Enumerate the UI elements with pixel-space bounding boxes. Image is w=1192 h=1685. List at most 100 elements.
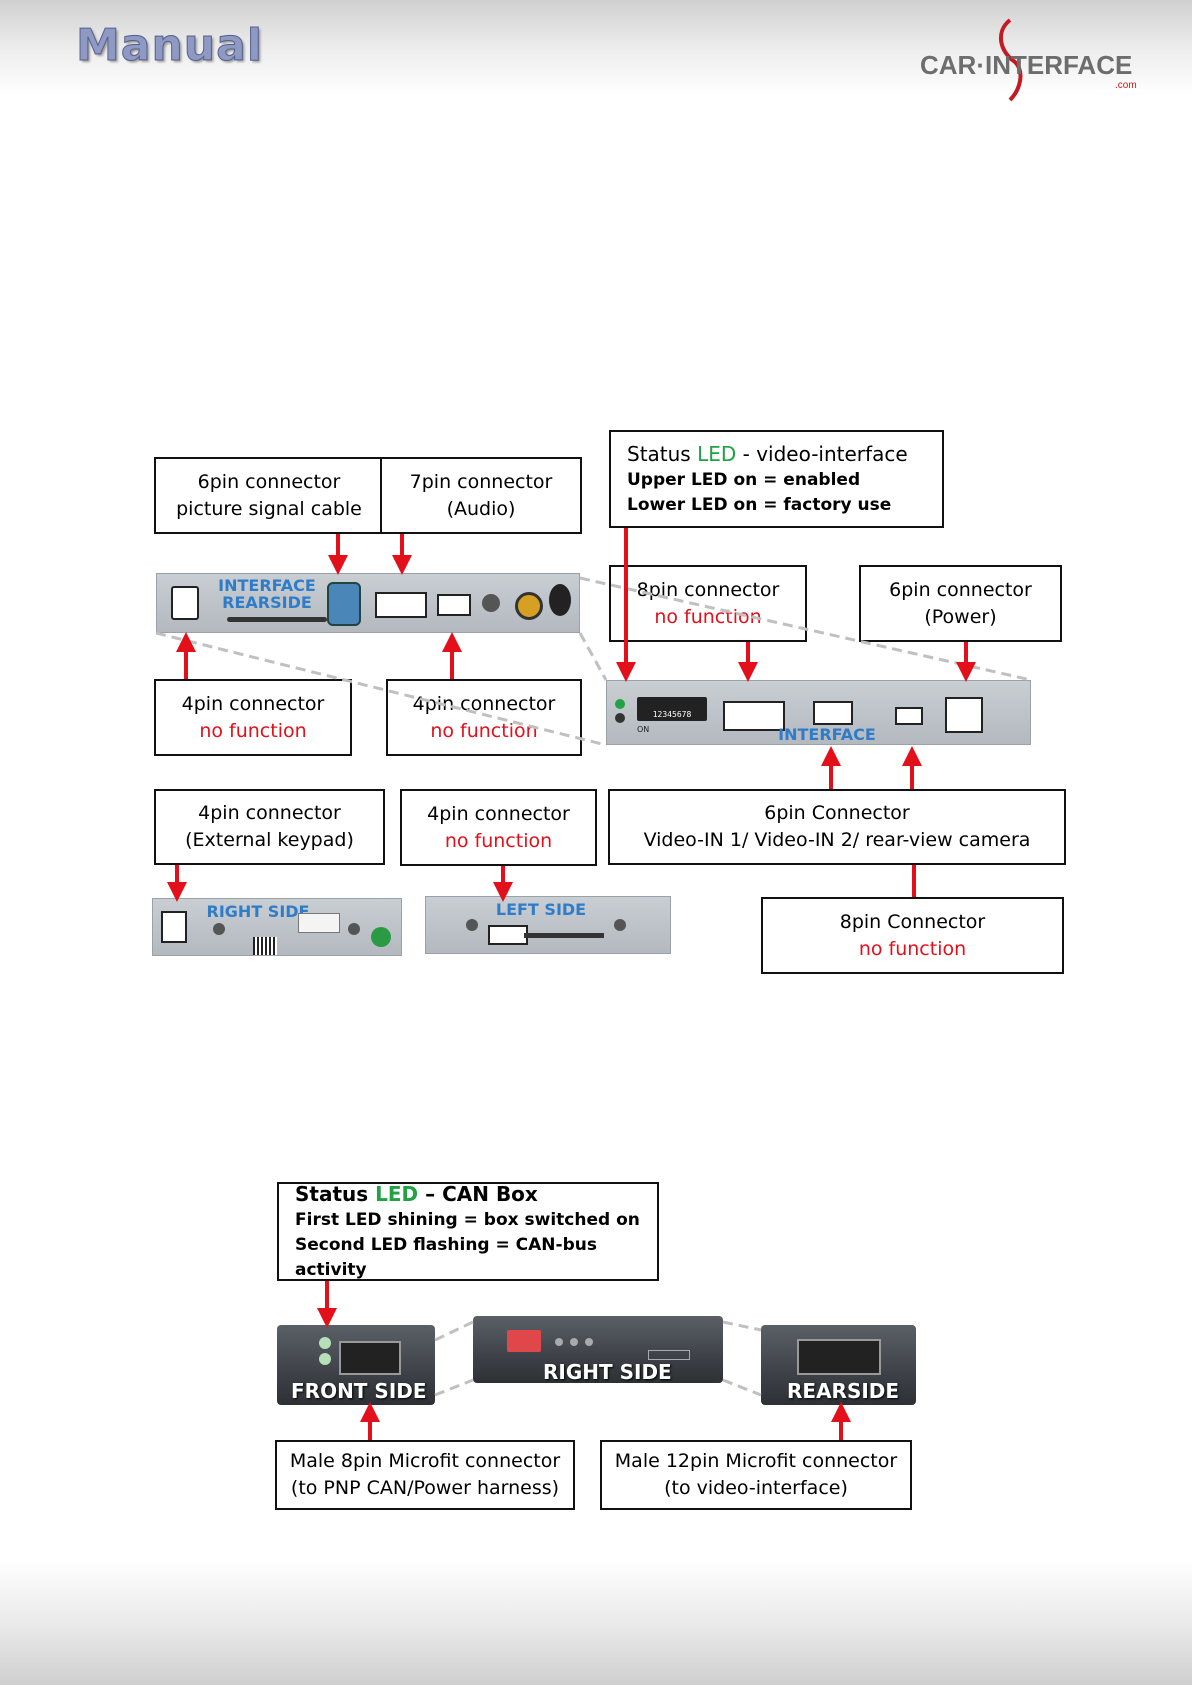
- front-6pin-power-box: 6pin connector (Power): [859, 565, 1062, 642]
- can-status-title-led: LED: [375, 1182, 419, 1206]
- status-led-can-box: Status LED – CAN Box First LED shining =…: [277, 1182, 659, 1281]
- rear-panel-label-2: REARSIDE: [222, 593, 312, 612]
- front-6pin-video-port: [813, 701, 853, 725]
- right-4pin-keypad-line2: (External keypad): [185, 829, 354, 851]
- left-screw-1: [466, 919, 478, 931]
- status-title-prefix: Status: [627, 442, 698, 466]
- front-led-lower: [615, 713, 625, 723]
- male-12pin-box: Male 12pin Microfit connector (to video-…: [600, 1440, 912, 1510]
- rear-4pin-port: [171, 586, 199, 620]
- footer-band: [0, 1560, 1192, 1685]
- male-12pin-line1: Male 12pin Microfit connector: [614, 1450, 898, 1472]
- male-8pin-box: Male 8pin Microfit connector (to PNP CAN…: [275, 1440, 575, 1510]
- rear-4pin-mid-line2: no function: [430, 719, 538, 742]
- left-4pin-box: 4pin connector no function: [400, 789, 597, 866]
- rear-4pin-left-box: 4pin connector no function: [154, 679, 352, 756]
- interface-right-side-panel: RIGHT SIDE: [152, 898, 402, 956]
- status-title-suffix: - video-interface: [736, 442, 908, 466]
- front-8pin-line2: no function: [654, 605, 762, 628]
- logo-sub-text: .com: [1115, 80, 1137, 91]
- male-12pin-line2: (to video-interface): [664, 1477, 848, 1499]
- left-4pin-line2: no function: [444, 829, 553, 852]
- red-arrows: [167, 528, 976, 1440]
- can-dip-switch: [507, 1330, 541, 1352]
- rear-7pin-port: [375, 592, 427, 618]
- can-front-side-panel: FRONT SIDE: [277, 1325, 435, 1405]
- rear-4pin-left-line2: no function: [199, 719, 307, 742]
- right-screw-2: [348, 923, 360, 935]
- left-4pin-line1: 4pin connector: [427, 802, 570, 825]
- front-6pin-power-line1: 6pin connector: [889, 578, 1032, 601]
- dashed-guide-lines: [155, 576, 1032, 1397]
- can-dot-3: [585, 1338, 593, 1346]
- right-panel-label: RIGHT SIDE: [206, 902, 310, 921]
- can-8pin-port: [339, 1341, 401, 1375]
- rear-7pin-line1: 7pin connector: [409, 470, 553, 493]
- can-right-side-panel: RIGHT SIDE: [473, 1316, 723, 1383]
- front-6pin-power-line2: (Power): [924, 605, 997, 628]
- rear-6pin-line1: 6pin connector: [197, 470, 341, 493]
- left-slot: [524, 933, 604, 938]
- right-4pin-keypad-box: 4pin connector (External keypad): [154, 789, 385, 865]
- front-small-port: [895, 707, 923, 725]
- front-6pin-video-line1: 6pin Connector: [764, 802, 910, 824]
- rear-7pin-line2: (Audio): [446, 497, 516, 520]
- front-8pin-line1: 8pin connector: [636, 578, 780, 601]
- front-8pin-connector-box: 8pin connector no function: [609, 565, 807, 642]
- header-band: [0, 0, 1192, 95]
- can-rear-side-panel: REARSIDE: [761, 1325, 916, 1405]
- front-8pin-bottom-line1: 8pin Connector: [839, 910, 986, 933]
- can-status-line-1: First LED shining = box switched on: [295, 1210, 640, 1230]
- manual-title: Manual: [76, 20, 263, 72]
- rear-6pin-line2: picture signal cable: [176, 497, 362, 520]
- can-led-2: [319, 1353, 331, 1365]
- status-line-1: Upper LED on = enabled: [627, 470, 861, 490]
- front-8pin-bottom-box: 8pin Connector no function: [761, 897, 1064, 974]
- right-screw-1: [213, 923, 225, 935]
- can-slot: [648, 1350, 690, 1360]
- status-led-video-box: Status LED - video-interface Upper LED o…: [609, 430, 944, 528]
- status-line-2: Lower LED on = factory use: [627, 495, 892, 515]
- interface-rearside-panel: INTERFACE REARSIDE: [156, 573, 580, 633]
- rear-6pin-connector-box: 6pin connector picture signal cable: [154, 457, 384, 534]
- can-front-label: FRONT SIDE: [291, 1379, 427, 1403]
- can-rear-label: REARSIDE: [787, 1379, 900, 1403]
- rear-jack-2: [515, 592, 543, 620]
- rear-4pin-mid-line1: 4pin connector: [412, 692, 556, 715]
- right-green-sticker: [371, 927, 391, 947]
- keypad-port: [161, 911, 187, 943]
- front-6pin-video-line2: Video-IN 1/ Video-IN 2/ rear-view camera: [643, 829, 1031, 851]
- right-barcode: [253, 937, 277, 955]
- can-led-1: [319, 1337, 331, 1349]
- right-sticker: [298, 913, 340, 933]
- right-4pin-keypad-line1: 4pin connector: [198, 802, 341, 824]
- left-screw-2: [614, 919, 626, 931]
- can-12pin-port: [797, 1339, 881, 1375]
- can-status-title-prefix: Status: [295, 1182, 376, 1206]
- rear-jack-1: [482, 594, 500, 612]
- rear-jack-3: [549, 584, 571, 616]
- logo-text: CAR·INTERFACE: [920, 50, 1132, 80]
- can-right-label: RIGHT SIDE: [543, 1360, 672, 1383]
- front-led-upper: [615, 699, 625, 709]
- car-interface-logo: CAR·INTERFACE .com: [915, 12, 1145, 102]
- front-power-port: [945, 697, 983, 733]
- left-panel-label: LEFT SIDE: [495, 900, 587, 919]
- rear-slot: [227, 617, 327, 622]
- interface-left-side-panel: LEFT SIDE: [425, 896, 671, 954]
- front-8pin-port: [723, 701, 785, 731]
- can-dot-1: [555, 1338, 563, 1346]
- male-8pin-line2: (to PNP CAN/Power harness): [290, 1477, 560, 1499]
- rear-4pin-left-line1: 4pin connector: [181, 692, 325, 715]
- dip-switch: 12345678: [637, 697, 707, 721]
- male-8pin-line1: Male 8pin Microfit connector: [289, 1450, 561, 1472]
- dip-numbers: 12345678: [652, 710, 692, 719]
- dip-on-label: ON: [637, 725, 650, 734]
- can-dot-2: [570, 1338, 578, 1346]
- front-6pin-video-box: 6pin Connector Video-IN 1/ Video-IN 2/ r…: [608, 789, 1066, 865]
- rear-4pin-mid-port: [437, 594, 471, 616]
- status-title-led: LED: [697, 442, 737, 466]
